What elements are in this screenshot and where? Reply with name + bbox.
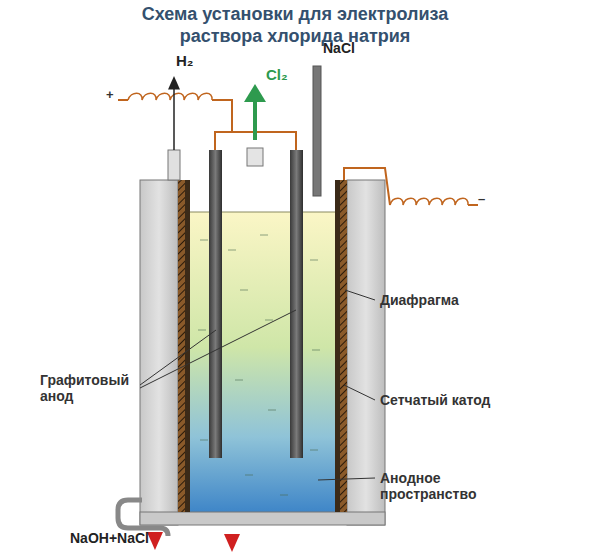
flow-label: + (106, 88, 114, 103)
chlorine-arrow (253, 100, 257, 140)
title: Схема установки для электролиза раствора… (120, 4, 470, 47)
wire-coil (128, 93, 212, 100)
cathode-wire (344, 168, 390, 205)
graphite-anode (290, 150, 303, 458)
flow-label: NaCl (323, 40, 355, 56)
outlet-arrow (231, 534, 233, 544)
cathode-mesh (178, 180, 185, 512)
flow-label: NaOH+NaCl (70, 530, 149, 546)
diaphragm (185, 180, 190, 512)
leader-line (140, 310, 296, 388)
chlorine-outlet (247, 148, 263, 166)
leader-line (345, 290, 375, 300)
anode-wire (212, 100, 232, 132)
vessel-wall (140, 180, 178, 525)
wire-coil (390, 198, 468, 205)
leader-line (140, 330, 216, 385)
chlorine-arrow (244, 84, 266, 102)
callout-label: Графитовый анод (40, 372, 140, 404)
callout-label: Сетчатый катод (380, 392, 500, 408)
flow-label: H₂ (176, 52, 194, 69)
leader-line (344, 385, 375, 400)
vessel-wall (347, 180, 385, 525)
outlet-arrow (154, 533, 156, 542)
vessel-bottom (140, 512, 385, 525)
flow-label: – (478, 192, 485, 207)
leader-line (318, 478, 375, 480)
hydrogen-arrow (173, 82, 175, 150)
cathode-mesh (340, 180, 347, 512)
diaphragm (335, 180, 340, 512)
nacl-inlet-pipe (313, 66, 321, 196)
flow-label: Cl₂ (266, 66, 288, 83)
graphite-anode (209, 150, 222, 458)
callout-label: Анодное пространство (380, 470, 510, 502)
callout-label: Диафрагма (380, 292, 459, 308)
hydrogen-pipe (168, 150, 180, 180)
